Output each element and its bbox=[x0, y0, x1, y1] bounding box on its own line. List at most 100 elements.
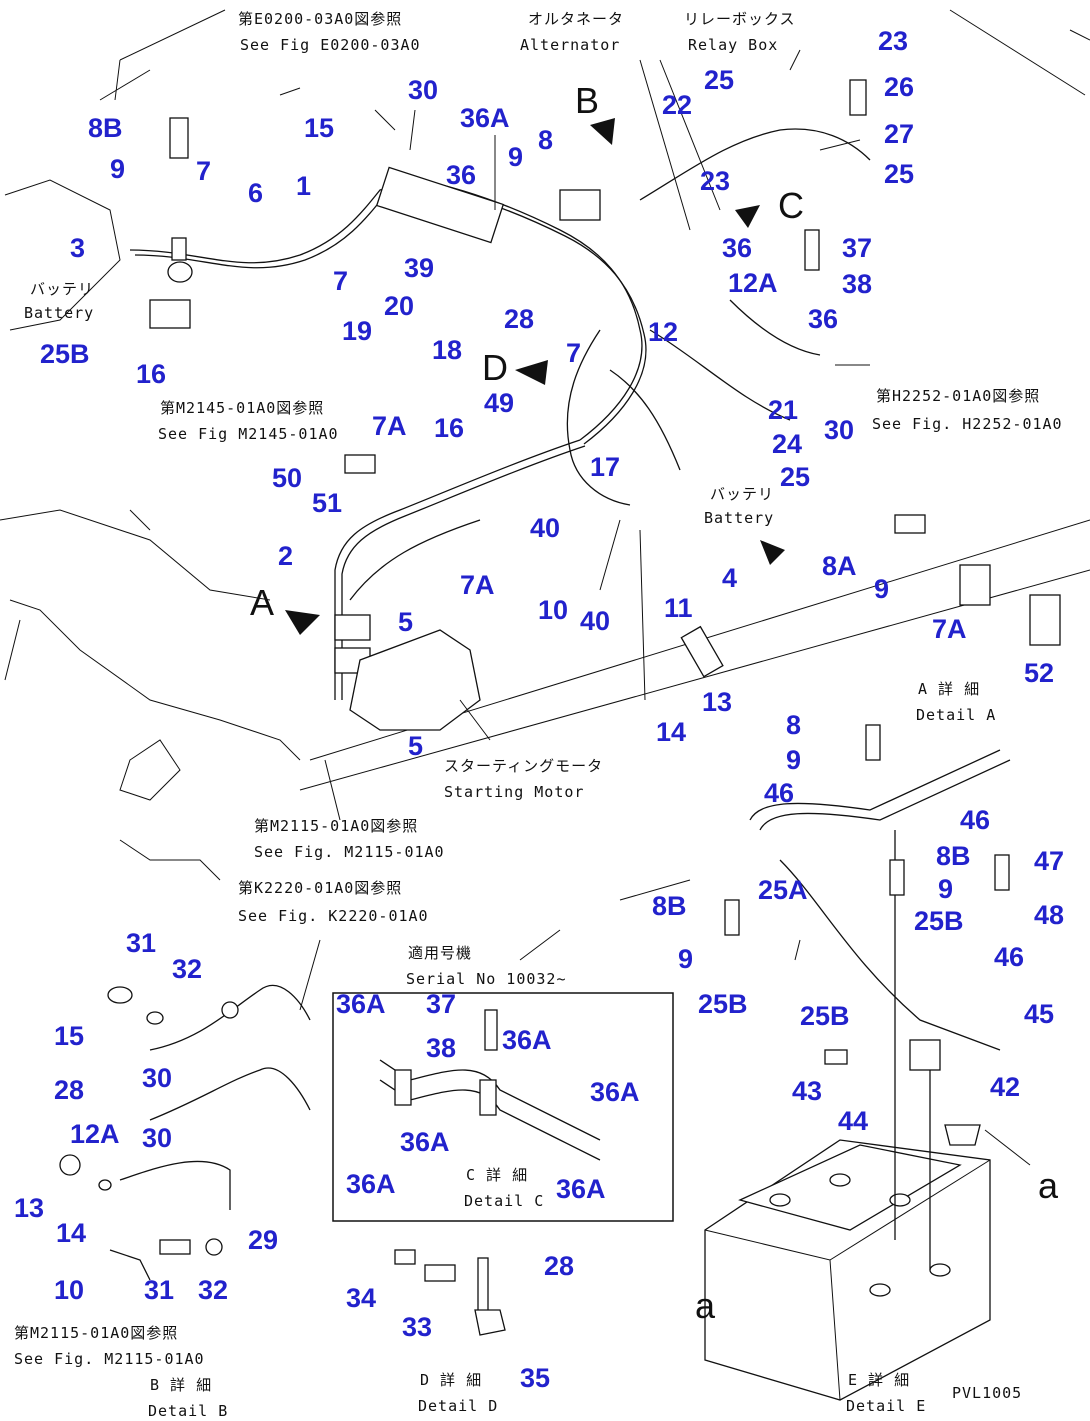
c-31-low: 31 bbox=[144, 1275, 174, 1305]
c-22: 22 bbox=[662, 90, 692, 120]
c-8B-detE2: 8B bbox=[652, 891, 687, 921]
ref-E0200-en: See Fig E0200-03A0 bbox=[240, 36, 421, 54]
machine-body-outline bbox=[0, 9, 1090, 961]
relay-jp: リレーボックス bbox=[684, 10, 796, 28]
c-3: 3 bbox=[70, 233, 85, 263]
ref-H2252-jp: 第H2252-01A0図参照 bbox=[876, 387, 1040, 405]
c-32-low: 32 bbox=[198, 1275, 228, 1305]
detail-d-parts bbox=[394, 1249, 506, 1336]
view-D: D bbox=[482, 347, 508, 388]
c-31-top: 31 bbox=[126, 928, 156, 958]
c-25A: 25A bbox=[758, 875, 808, 905]
c-40-b: 40 bbox=[580, 606, 610, 636]
view-C: C bbox=[778, 185, 804, 226]
c-10-mid: 10 bbox=[538, 595, 568, 625]
c-48: 48 bbox=[1034, 900, 1064, 930]
c-25B-c: 25B bbox=[800, 1001, 850, 1031]
c-47: 47 bbox=[1034, 846, 1064, 876]
alt-en: Alternator bbox=[520, 36, 620, 54]
c-25-right: 25 bbox=[884, 159, 914, 189]
c-52: 52 bbox=[1024, 658, 1054, 688]
c-50: 50 bbox=[272, 463, 302, 493]
detailD-en: Detail D bbox=[418, 1397, 498, 1415]
c-23-mid: 23 bbox=[700, 166, 730, 196]
ref-M2145-en: See Fig M2145-01A0 bbox=[158, 425, 339, 443]
c-23-top: 23 bbox=[878, 26, 908, 56]
starter-jp: スターティングモータ bbox=[444, 757, 603, 775]
c-16-mid: 16 bbox=[434, 413, 464, 443]
c-34: 34 bbox=[346, 1283, 376, 1313]
c-12: 12 bbox=[648, 317, 678, 347]
drawing-code: PVL1005 bbox=[952, 1384, 1022, 1402]
c-7-top: 7 bbox=[196, 156, 211, 186]
starter-en: Starting Motor bbox=[444, 783, 584, 801]
c-36A-c4: 36A bbox=[400, 1127, 450, 1157]
c-46-b: 46 bbox=[960, 805, 990, 835]
c-9-mid: 9 bbox=[508, 142, 523, 172]
c-7A-detA: 7A bbox=[932, 614, 967, 644]
c-11: 11 bbox=[664, 593, 693, 623]
c-33: 33 bbox=[402, 1312, 432, 1342]
c-37-c: 37 bbox=[426, 989, 456, 1019]
c-16-left: 16 bbox=[136, 359, 166, 389]
c-30-detB1: 30 bbox=[142, 1063, 172, 1093]
c-36A-c3: 36A bbox=[590, 1077, 640, 1107]
ref-M2115-jp: 第M2115-01A0図参照 bbox=[254, 817, 418, 835]
c-9-detA: 9 bbox=[874, 574, 889, 604]
c-30-detB2: 30 bbox=[142, 1123, 172, 1153]
c-36-c: 36 bbox=[722, 233, 752, 263]
c-7A-low: 7A bbox=[460, 570, 495, 600]
detailA-en: Detail A bbox=[916, 706, 996, 724]
c-14-detB: 14 bbox=[56, 1218, 86, 1248]
detailB-en: Detail B bbox=[148, 1402, 228, 1420]
ref-M2115-en: See Fig. M2115-01A0 bbox=[254, 843, 445, 861]
battery-left-jp: バッテリ bbox=[30, 280, 94, 298]
c-29: 29 bbox=[248, 1225, 278, 1255]
c-20: 20 bbox=[384, 291, 414, 321]
detail-c-frame bbox=[332, 992, 674, 1222]
c-43: 43 bbox=[792, 1076, 822, 1106]
c-40-a: 40 bbox=[530, 513, 560, 543]
c-38-c: 38 bbox=[426, 1033, 456, 1063]
c-8B-detE: 8B bbox=[936, 841, 971, 871]
c-26: 26 bbox=[884, 72, 914, 102]
c-7-mid: 7 bbox=[566, 338, 581, 368]
c-24: 24 bbox=[772, 429, 802, 459]
c-8B-top: 8B bbox=[88, 113, 123, 143]
c-25B-a: 25B bbox=[914, 906, 964, 936]
detailC-en: Detail C bbox=[464, 1192, 544, 1210]
c-36A-c6: 36A bbox=[556, 1174, 606, 1204]
c-12A: 12A bbox=[728, 268, 778, 298]
ref-M2115b-en: See Fig. M2115-01A0 bbox=[14, 1350, 205, 1368]
c-1: 1 bbox=[296, 171, 311, 201]
c-37: 37 bbox=[842, 233, 872, 263]
ref-E0200-jp: 第E0200-03A0図参照 bbox=[238, 10, 402, 28]
c-7A-mid: 7A bbox=[372, 411, 407, 441]
c-19: 19 bbox=[342, 316, 372, 346]
c-45: 45 bbox=[1024, 999, 1054, 1029]
c-36A-c5: 36A bbox=[346, 1169, 396, 1199]
view-a-right: a bbox=[1038, 1165, 1059, 1206]
c-15-top: 15 bbox=[304, 113, 334, 143]
c-42: 42 bbox=[990, 1072, 1020, 1102]
c-4: 4 bbox=[722, 563, 737, 593]
view-arrows bbox=[285, 118, 785, 635]
detailA-jp: A 詳 細 bbox=[918, 680, 980, 698]
detailE-en: Detail E bbox=[846, 1397, 926, 1415]
alt-jp: オルタネータ bbox=[528, 10, 624, 28]
c-46-c: 46 bbox=[994, 942, 1024, 972]
c-9-detE3: 9 bbox=[678, 944, 693, 974]
c-2: 2 bbox=[278, 541, 293, 571]
c-38: 38 bbox=[842, 269, 872, 299]
c-12A-detB: 12A bbox=[70, 1119, 120, 1149]
c-13-detB: 13 bbox=[14, 1193, 44, 1223]
battery-mid-jp: バッテリ bbox=[710, 485, 774, 503]
c-25-mid: 25 bbox=[780, 462, 810, 492]
ref-M2115b-jp: 第M2115-01A0図参照 bbox=[14, 1324, 178, 1342]
c-36A-c1: 36A bbox=[336, 989, 386, 1019]
detailC-jp: C 詳 細 bbox=[466, 1166, 528, 1184]
ref-H2252-en: See Fig. H2252-01A0 bbox=[872, 415, 1063, 433]
c-10-detB: 10 bbox=[54, 1275, 84, 1305]
c-9-top: 9 bbox=[110, 154, 125, 184]
